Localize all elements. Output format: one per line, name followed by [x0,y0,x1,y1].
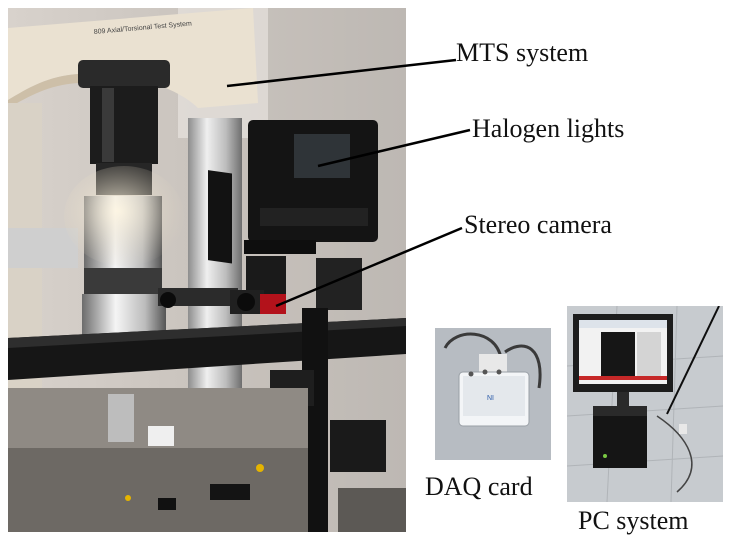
daq-card-scene: NI [435,328,551,460]
daq-card-label: DAQ card [425,472,533,501]
pc-system-scene [567,306,723,502]
stereo-camera-label: Stereo camera [464,210,612,239]
mts-system-label: MTS system [456,38,589,67]
pc-system-label: PC system [578,506,689,535]
lab-scene: 809 Axial/Torsional Test System [8,8,406,532]
halogen-lights-label: Halogen lights [472,114,625,143]
daq-logo-text: NI [487,395,494,402]
daq-card-photo: NI [435,328,551,460]
main-lab-photo: 809 Axial/Torsional Test System [8,8,406,532]
pc-system-photo [567,306,723,502]
